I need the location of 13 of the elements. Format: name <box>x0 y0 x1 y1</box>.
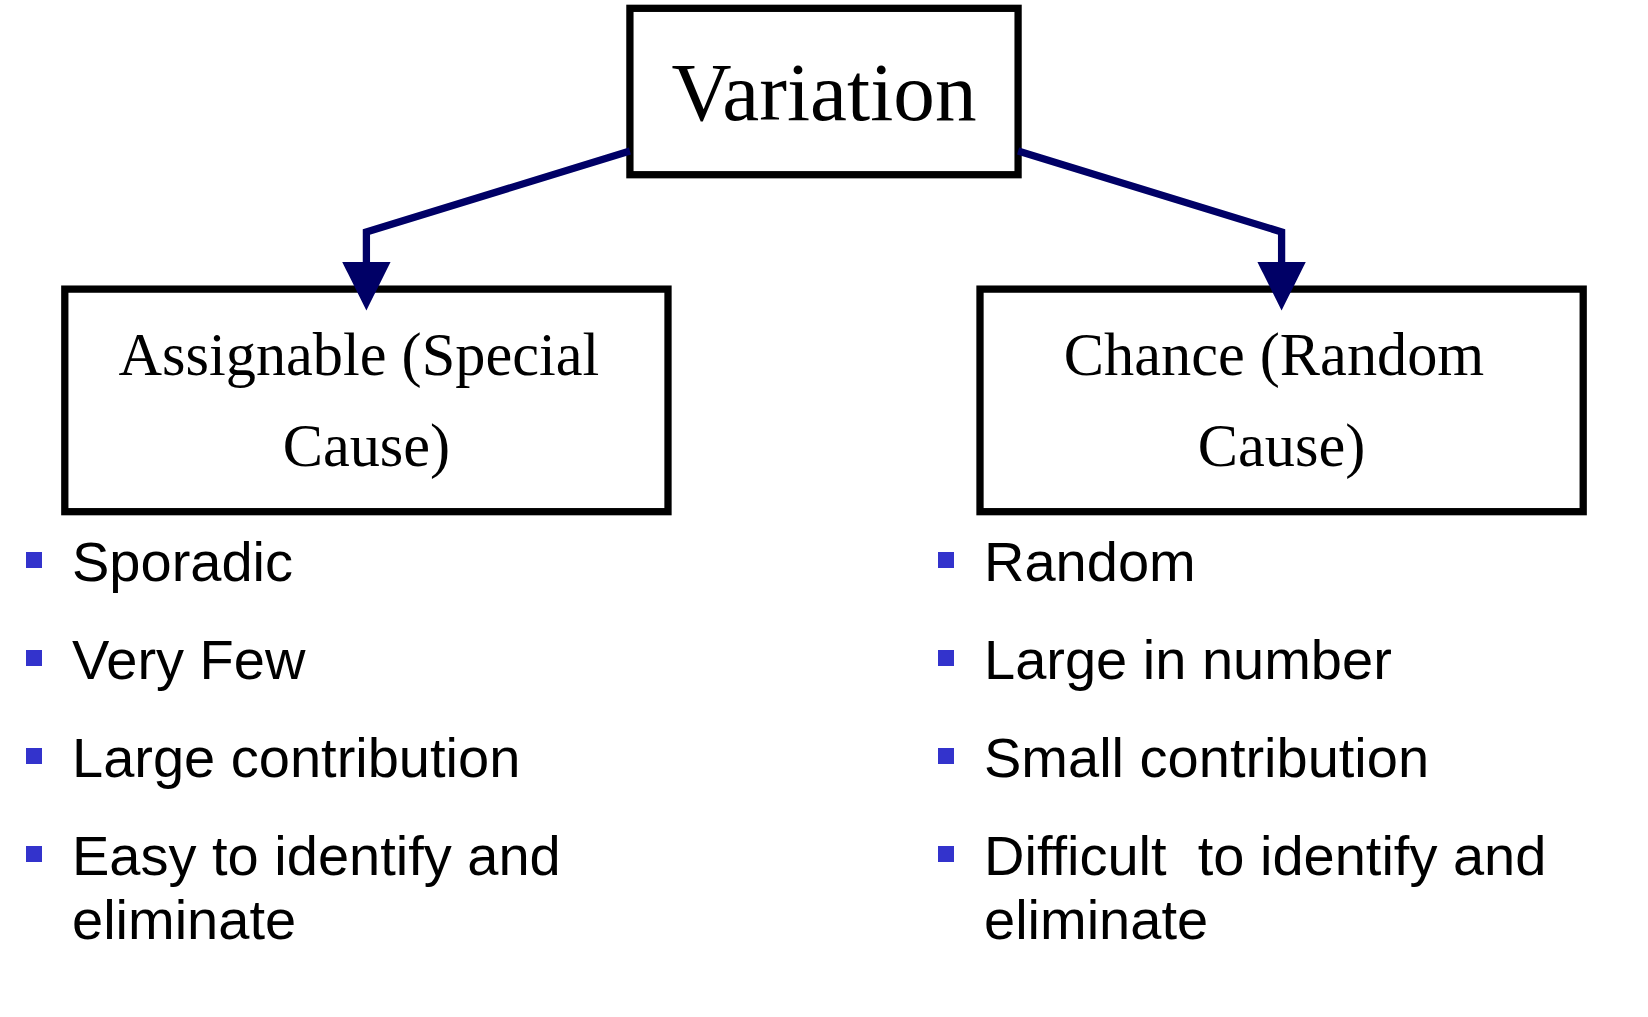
arrow <box>1017 147 1305 308</box>
arrow <box>343 147 631 308</box>
bullet-point: Easy to identify and eliminate <box>72 824 562 952</box>
bullet-point: Difficult to identify and eliminate <box>984 824 1548 952</box>
bullet-point: Random <box>984 530 1196 594</box>
bullet-point: Small contribution <box>984 726 1430 790</box>
node-box: Assignable (Special Cause) <box>61 285 672 516</box>
bullet-point: Large contribution <box>72 726 521 790</box>
node-box: Variation <box>626 4 1022 179</box>
bullet-point: Sporadic <box>72 530 294 594</box>
node-box: Chance (Random Cause) <box>976 285 1587 516</box>
bullet-point: Large in number <box>984 628 1392 692</box>
bullet-point: Very Few <box>72 628 306 692</box>
